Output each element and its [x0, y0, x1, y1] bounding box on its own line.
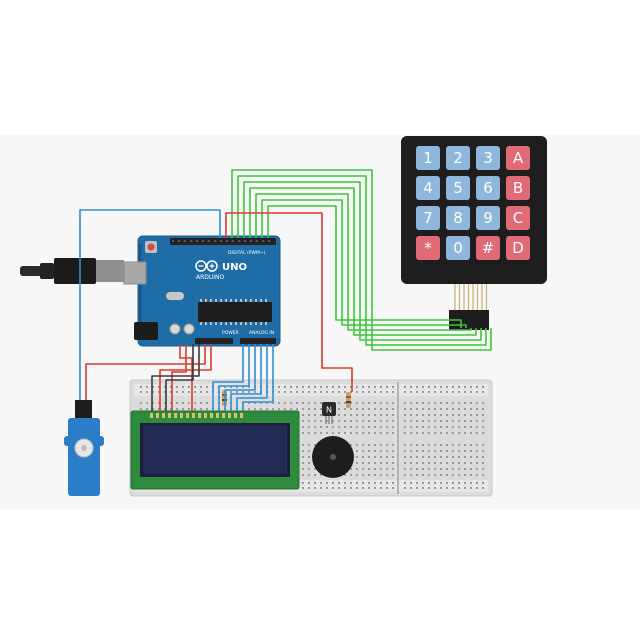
keypad-key-label: 2: [453, 149, 463, 167]
keypad-key-label: 9: [483, 209, 493, 227]
keypad-key-3-2: #: [476, 236, 500, 260]
power-wires: [85, 212, 353, 411]
keypad-key-label: B: [513, 179, 523, 197]
keypad-key-label: 6: [483, 179, 493, 197]
usb-cable: [20, 258, 124, 284]
keypad-key-2-2: 9: [476, 206, 500, 230]
keypad-wires: [231, 169, 492, 351]
resistor-transistor-base: [346, 392, 351, 408]
keypad-key-label: *: [424, 239, 432, 257]
keypad-key-2-0: 7: [416, 206, 440, 230]
lcd-module: [130, 410, 300, 490]
ground-wires: [151, 344, 200, 411]
keypad-key-label: 4: [423, 179, 433, 197]
keypad-key-1-3: B: [506, 176, 530, 200]
keypad-key-label: 5: [453, 179, 463, 197]
transistor-label: N: [326, 406, 332, 415]
keypad-key-3-0: *: [416, 236, 440, 260]
keypad-key-label: 1: [423, 149, 433, 167]
keypad-key-0-2: 3: [476, 146, 500, 170]
keypad-key-label: 7: [423, 209, 433, 227]
keypad-key-label: 8: [453, 209, 463, 227]
keypad-key-label: C: [513, 209, 523, 227]
piezo-buzzer: [312, 436, 354, 478]
keypad-key-2-3: C: [506, 206, 530, 230]
keypad-key-label: A: [513, 149, 524, 167]
keypad-key-label: #: [482, 239, 495, 257]
lcd-screen: [143, 426, 287, 474]
npn-transistor: N: [322, 402, 336, 424]
usb-port: [123, 261, 147, 285]
keypad-key-3-3: D: [506, 236, 530, 260]
reset-button: [147, 243, 155, 251]
lcd-pin-header: [150, 413, 243, 418]
keypad-key-0-1: 2: [446, 146, 470, 170]
keypad-key-2-1: 8: [446, 206, 470, 230]
power-pins-label: POWER: [222, 330, 239, 336]
board-brand: ARDUINO: [196, 274, 225, 281]
signal-wires: [79, 209, 274, 411]
analog-pin-header: [240, 338, 276, 344]
wire-harness: [79, 169, 492, 411]
keypad-key-1-1: 5: [446, 176, 470, 200]
keypad-key-3-1: 0: [446, 236, 470, 260]
keypad-key-label: 3: [483, 149, 493, 167]
keypad-key-0-3: A: [506, 146, 530, 170]
keypad-key-1-2: 6: [476, 176, 500, 200]
keypad-key-1-0: 4: [416, 176, 440, 200]
analog-pins-label: ANALOG IN: [249, 330, 274, 336]
board-model: UNO: [222, 262, 247, 273]
keypad-key-label: D: [512, 239, 524, 257]
atmega-chip: [198, 302, 272, 322]
keypad-key-label: 0: [453, 239, 463, 257]
digital-pins-label: DIGITAL (PWM~): [228, 250, 266, 256]
servo-motor: [64, 400, 104, 496]
keypad-key-0-0: 1: [416, 146, 440, 170]
arduino-logo-icon: [195, 260, 218, 272]
arduino-uno-board: DIGITAL (PWM~) UNO ARDUINO POWER ANALOG …: [123, 235, 281, 347]
power-jack: [134, 322, 158, 340]
digital-pin-header: [170, 238, 276, 245]
power-pin-header: [195, 338, 233, 344]
